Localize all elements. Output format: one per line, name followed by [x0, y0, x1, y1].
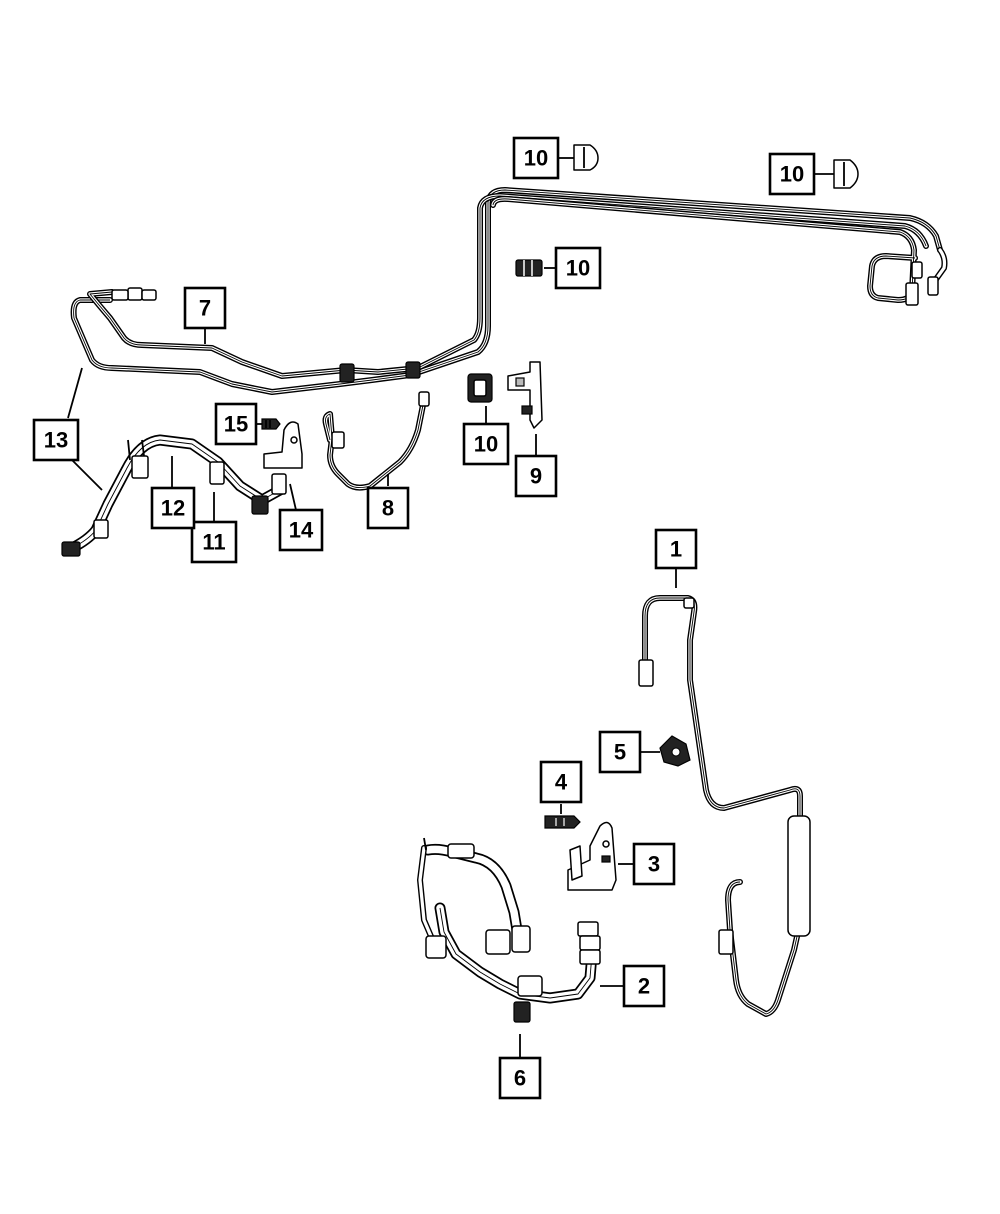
- clip-10-small: [467, 373, 493, 403]
- screw-15: [261, 418, 281, 430]
- callout-11: 11: [190, 520, 238, 564]
- clip-10-middle: [515, 259, 543, 277]
- callout-5: 5: [598, 730, 642, 774]
- svg-text:12: 12: [161, 496, 185, 521]
- tube-nut-fitting: [905, 261, 939, 306]
- brake-tube-main-assembly: [70, 187, 948, 395]
- svg-text:4: 4: [555, 770, 568, 795]
- svg-text:10: 10: [474, 432, 498, 457]
- svg-text:9: 9: [530, 464, 542, 489]
- svg-text:2: 2: [638, 974, 650, 999]
- bracket-9: [507, 361, 543, 429]
- callout-13: 13: [32, 418, 80, 462]
- screw-4: [544, 815, 581, 829]
- callout-15: 15: [214, 402, 258, 446]
- svg-text:13: 13: [44, 428, 68, 453]
- svg-text:5: 5: [614, 740, 626, 765]
- clip-5: [659, 735, 691, 767]
- brake-tube-8: [322, 391, 430, 491]
- svg-text:7: 7: [199, 296, 211, 321]
- callout-2: 2: [622, 964, 666, 1008]
- callout-9: 9: [514, 454, 558, 498]
- svg-text:10: 10: [566, 256, 590, 281]
- clip-10-right: [833, 159, 859, 189]
- callout-7: 7: [183, 286, 227, 330]
- svg-text:10: 10: [780, 162, 804, 187]
- tube-clip: [339, 361, 421, 383]
- brake-hose-left: [61, 434, 287, 557]
- bracket-14: [263, 421, 303, 469]
- callout-10-middle: 10: [554, 246, 602, 290]
- clip-10-top: [573, 144, 599, 171]
- svg-text:1: 1: [670, 537, 682, 562]
- svg-text:8: 8: [382, 496, 394, 521]
- callout-1: 1: [654, 528, 698, 570]
- leader-lines: [67, 157, 834, 1058]
- callout-3: 3: [632, 842, 676, 886]
- callout-10-top: 10: [512, 136, 560, 180]
- callout-14: 14: [278, 508, 324, 552]
- callout-4: 4: [539, 760, 583, 804]
- svg-text:6: 6: [514, 1066, 526, 1091]
- svg-text:10: 10: [524, 146, 548, 171]
- brake-tube-1: [638, 595, 811, 1017]
- svg-text:3: 3: [648, 852, 660, 877]
- callout-10-right: 10: [768, 152, 816, 196]
- callout-8: 8: [366, 486, 410, 530]
- callout-6: 6: [498, 1056, 542, 1100]
- callout-10-lower: 10: [462, 422, 510, 466]
- svg-text:14: 14: [289, 518, 314, 543]
- tube-nut-fitting: [111, 287, 157, 301]
- brake-hose-right: [417, 837, 601, 1023]
- svg-text:15: 15: [224, 412, 248, 437]
- callout-12: 12: [150, 486, 196, 530]
- bracket-3: [567, 821, 617, 891]
- svg-text:11: 11: [202, 530, 225, 555]
